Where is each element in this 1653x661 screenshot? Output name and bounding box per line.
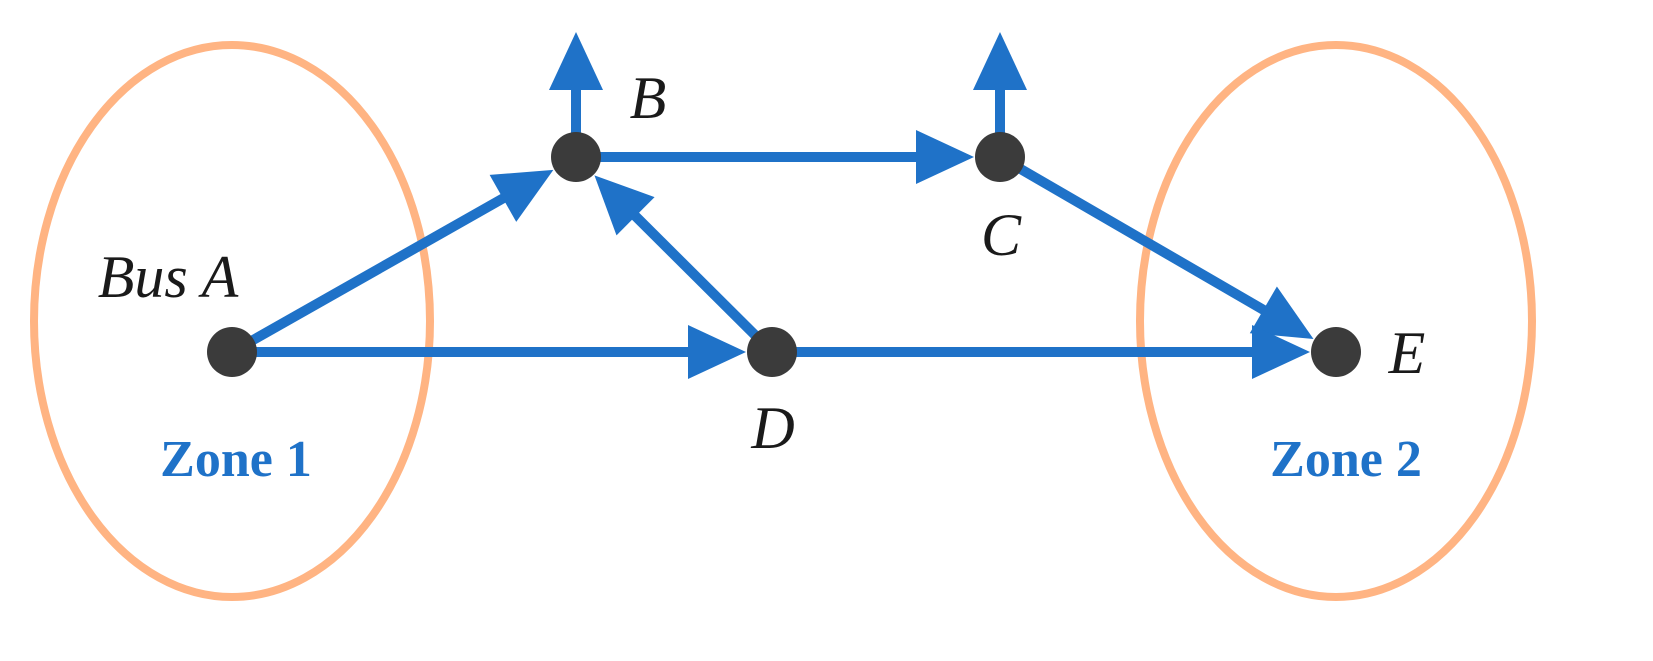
edge-C-E [1013,162,1314,339]
edge-A-B-shaft [246,193,508,347]
zone2-ellipse [1136,41,1536,601]
nodes-layer [207,132,1361,377]
node-E [1311,327,1361,377]
edge-D-B-arrowhead [594,175,655,236]
edge-D-E-arrowhead [1252,325,1310,379]
edge-A-D [251,325,746,379]
injection-C-arrow-arrowhead [973,32,1027,90]
edge-A-D-arrowhead [688,325,746,379]
edge-D-E [791,325,1310,379]
zone1-label: Zone 1 [160,431,312,488]
node-E-label: E [1388,320,1426,386]
edge-D-B [594,175,763,343]
node-A-label: Bus A [98,244,239,310]
edge-B-C-arrowhead [916,130,974,184]
edge-B-C [595,130,974,184]
zones-layer [30,41,1536,601]
injection-B-arrow-arrowhead [549,32,603,90]
edge-A-B-arrowhead [489,169,554,222]
node-C [975,132,1025,182]
edge-C-E-arrowhead [1249,286,1314,339]
node-B-label: B [630,65,667,131]
node-B [551,132,601,182]
injection-B-arrow [549,32,603,136]
zone1-ellipse [30,41,434,601]
node-C-label: C [981,202,1022,268]
edge-C-E-shaft [1013,162,1268,316]
edge-A-B [246,169,554,347]
labels-layer: Zone 1 Zone 2 Bus A B C D E [98,65,1426,488]
edges-layer [246,32,1314,379]
node-D [747,327,797,377]
injection-C-arrow [973,32,1027,136]
node-D-label: D [750,395,794,461]
edge-D-B-shaft [630,211,763,343]
zone2-label: Zone 2 [1270,431,1422,488]
node-A [207,327,257,377]
